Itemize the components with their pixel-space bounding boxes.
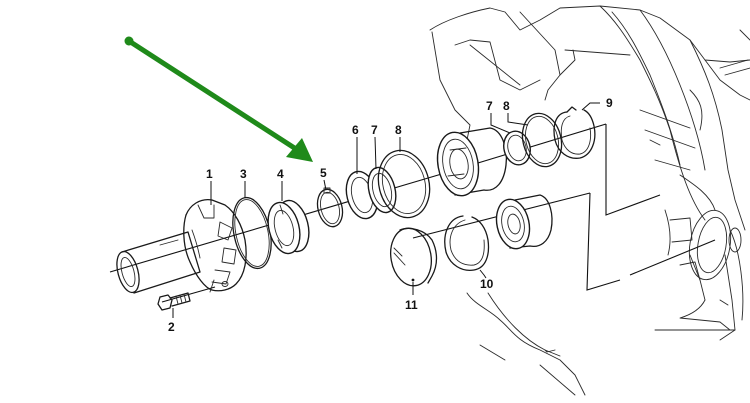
highlight-arrow — [124, 36, 313, 162]
callout-2: 2 — [168, 320, 175, 334]
callout-5: 5 — [320, 166, 327, 180]
callout-labels: 1 2 3 4 5 6 7 8 7 8 9 10 11 — [168, 96, 613, 334]
callout-10: 10 — [480, 277, 494, 291]
transmission-housing — [429, 5, 750, 396]
callout-1: 1 — [206, 167, 213, 181]
callout-8: 8 — [395, 123, 402, 137]
part-1-output-flange — [116, 199, 247, 294]
part-4-shaft-seal — [267, 199, 310, 255]
callout-9: 9 — [606, 96, 613, 110]
callout-8-upper: 8 — [503, 99, 510, 113]
callout-3: 3 — [240, 167, 247, 181]
leader-lines — [172, 102, 600, 318]
callout-11: 11 — [405, 298, 418, 312]
callout-4: 4 — [277, 167, 284, 181]
lower-ball-bearing — [495, 194, 553, 250]
arrow-shaft — [126, 38, 299, 152]
callout-7-upper: 7 — [486, 99, 493, 113]
callout-6: 6 — [352, 123, 359, 137]
part-7-upper-spacer-ring — [503, 130, 531, 166]
part-8-thrust-washer — [377, 149, 431, 219]
part-10-retaining-ring — [444, 215, 490, 271]
part-11-cover-cap — [390, 227, 438, 287]
part-5-circlip — [316, 187, 344, 228]
callout-7: 7 — [371, 123, 378, 137]
part-9-snap-ring — [553, 106, 596, 159]
part-2-hex-bolt — [157, 292, 191, 311]
upper-ball-bearing — [436, 127, 508, 197]
part-8-upper-thrust-washer — [521, 112, 563, 168]
arrow-head — [286, 138, 313, 162]
